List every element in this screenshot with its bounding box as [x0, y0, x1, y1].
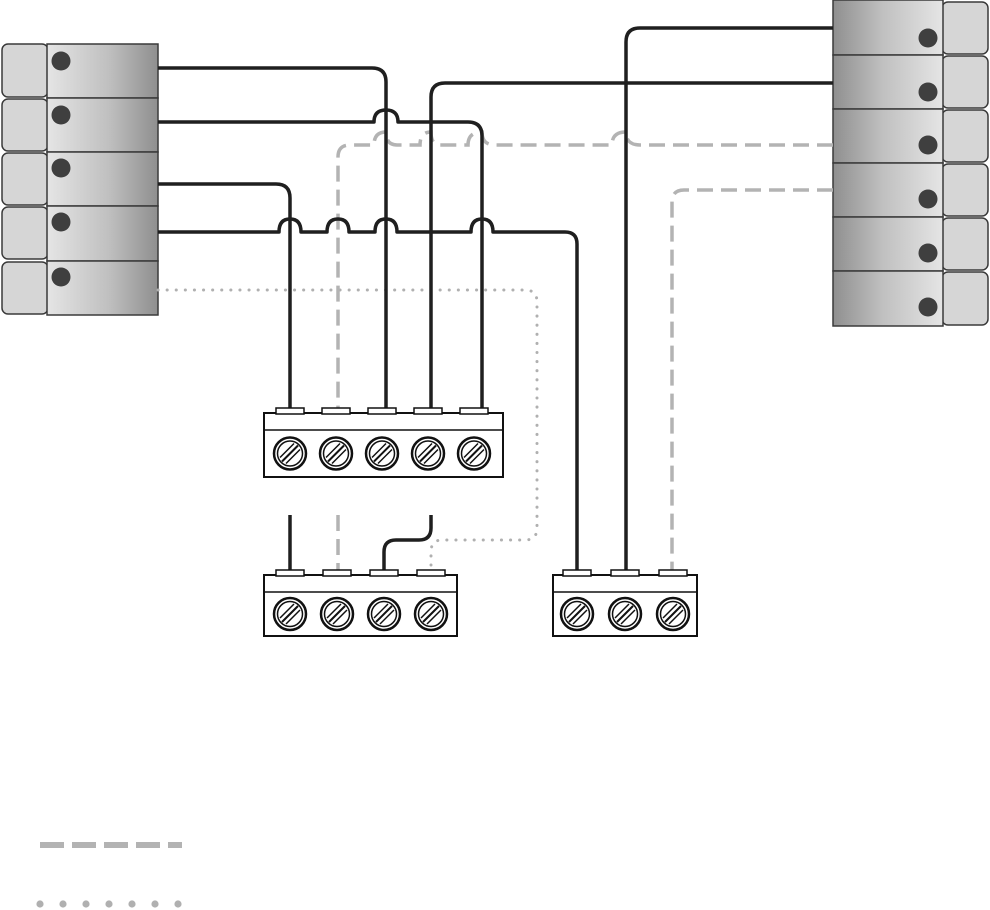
- left-connector-tab: [2, 262, 48, 314]
- left-connector-tab: [2, 44, 48, 97]
- wire-solid-right2-to-top-4: [431, 83, 833, 408]
- dashed-wires: [338, 132, 833, 570]
- wire-solid-stub-bottom-left-3: [384, 515, 431, 570]
- right-connector-pin: [919, 83, 938, 102]
- left-connector-tab: [2, 207, 48, 259]
- right-connector-tab: [942, 272, 988, 325]
- terminal-port: [370, 570, 398, 576]
- wire-solid-right1-to-bottom-right-2: [626, 28, 833, 570]
- terminal-port: [417, 570, 445, 576]
- right-connector-pin: [919, 244, 938, 263]
- right-connector-tab: [942, 110, 988, 162]
- legend: [36, 845, 182, 908]
- right-connector-pin: [919, 298, 938, 317]
- left-connector-pin: [52, 213, 71, 232]
- terminal-blocks: [264, 408, 697, 636]
- right-connector-tab: [942, 218, 988, 270]
- solid-wires: [158, 28, 833, 570]
- left-connector-pin: [52, 159, 71, 178]
- right-connector-tab: [942, 164, 988, 216]
- terminal-port: [323, 570, 351, 576]
- wire-solid-left1-to-top-3: [158, 68, 386, 408]
- wire-solid-left4-to-bottom-right-1: [158, 219, 577, 570]
- terminal-port: [322, 408, 350, 414]
- left-connector-pin: [52, 52, 71, 71]
- terminal-block-bottom-left: [264, 570, 457, 636]
- wire-dashed-right4-to-bottom-right-3: [672, 190, 833, 570]
- left-connector-pin: [52, 268, 71, 287]
- left-connector: [2, 44, 158, 315]
- wire-solid-left3-to-top-1: [158, 184, 290, 408]
- right-connector-pin: [919, 190, 938, 209]
- right-connector-pin: [919, 29, 938, 48]
- terminal-port: [611, 570, 639, 576]
- terminal-port: [460, 408, 488, 414]
- left-connector-tab: [2, 99, 48, 151]
- terminal-port: [414, 408, 442, 414]
- terminal-block-bottom-right: [553, 570, 697, 636]
- wire-solid-left2-to-top-5: [158, 110, 482, 408]
- wire-dashed-right3-to-top-2: [338, 132, 833, 408]
- terminal-port: [276, 570, 304, 576]
- left-connector-pin: [52, 106, 71, 125]
- left-connector-tab: [2, 153, 48, 205]
- terminal-port: [659, 570, 687, 576]
- terminal-block-top: [264, 408, 503, 477]
- right-connector-tab: [942, 56, 988, 108]
- legend-dotted-swatch: [36, 900, 181, 907]
- terminal-port: [368, 408, 396, 414]
- terminal-port: [276, 408, 304, 414]
- right-connector-tab: [942, 2, 988, 54]
- right-connector-pin: [919, 136, 938, 155]
- right-connector: [833, 0, 988, 326]
- terminal-port: [563, 570, 591, 576]
